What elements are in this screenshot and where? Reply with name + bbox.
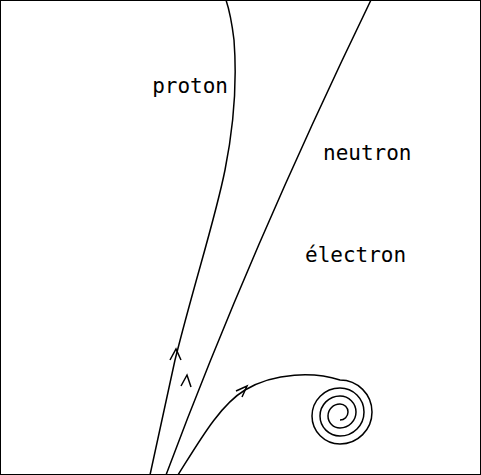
particle-label: électron [305, 245, 406, 266]
direction-arrow [170, 349, 181, 360]
particle-label: proton [152, 76, 228, 97]
neutron-track [166, 0, 371, 475]
electron-track [178, 375, 372, 475]
particle-label: neutron [323, 143, 412, 164]
direction-arrow [236, 386, 247, 397]
direction-arrow [181, 375, 191, 387]
